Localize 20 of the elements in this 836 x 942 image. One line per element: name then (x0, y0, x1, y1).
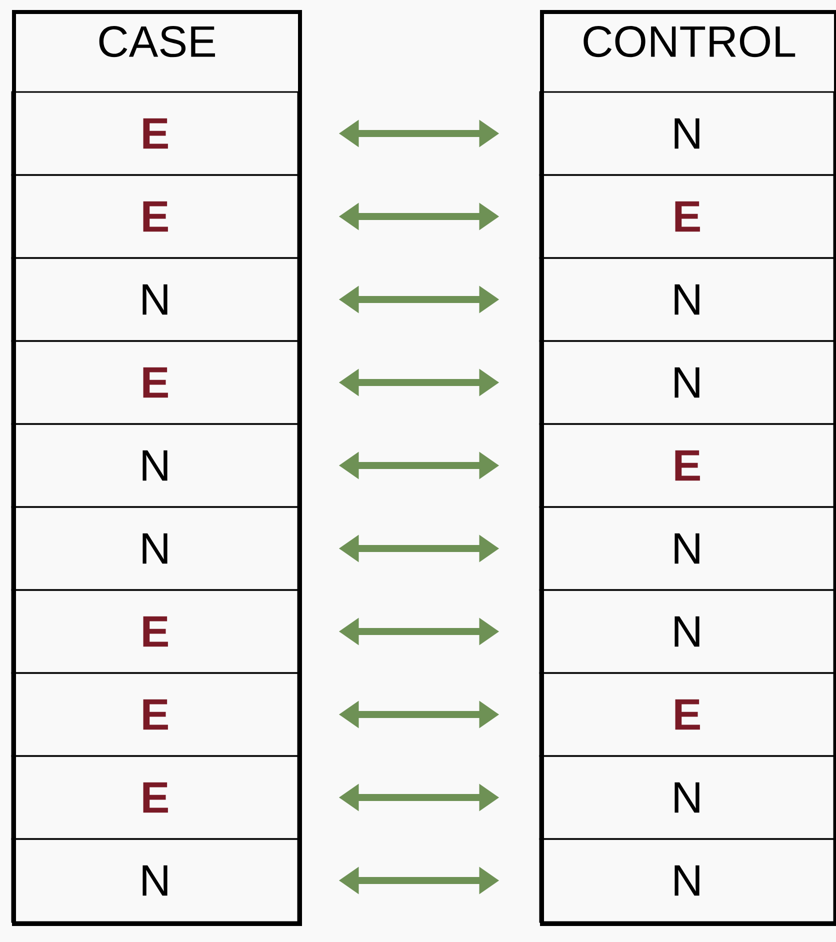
table-cell: N (539, 506, 835, 591)
table-cell: E (11, 672, 299, 757)
table-cell: E (11, 340, 299, 425)
table-cell: N (539, 257, 835, 342)
table-cell: E (11, 91, 299, 176)
table-cell: N (539, 91, 835, 176)
table-cell: E (539, 423, 835, 508)
table-cell: E (11, 589, 299, 674)
table-cell: E (539, 672, 835, 757)
table-cell: N (11, 257, 299, 342)
table-cell: N (539, 340, 835, 425)
table-cell: N (11, 423, 299, 508)
table-cell: N (539, 589, 835, 674)
table-cell: N (11, 506, 299, 591)
table-cell: N (539, 755, 835, 840)
table-cell: E (11, 174, 299, 259)
table-cell: N (11, 838, 299, 923)
table-cell: E (11, 755, 299, 840)
table-cell: N (539, 838, 835, 923)
table-cell: E (539, 174, 835, 259)
